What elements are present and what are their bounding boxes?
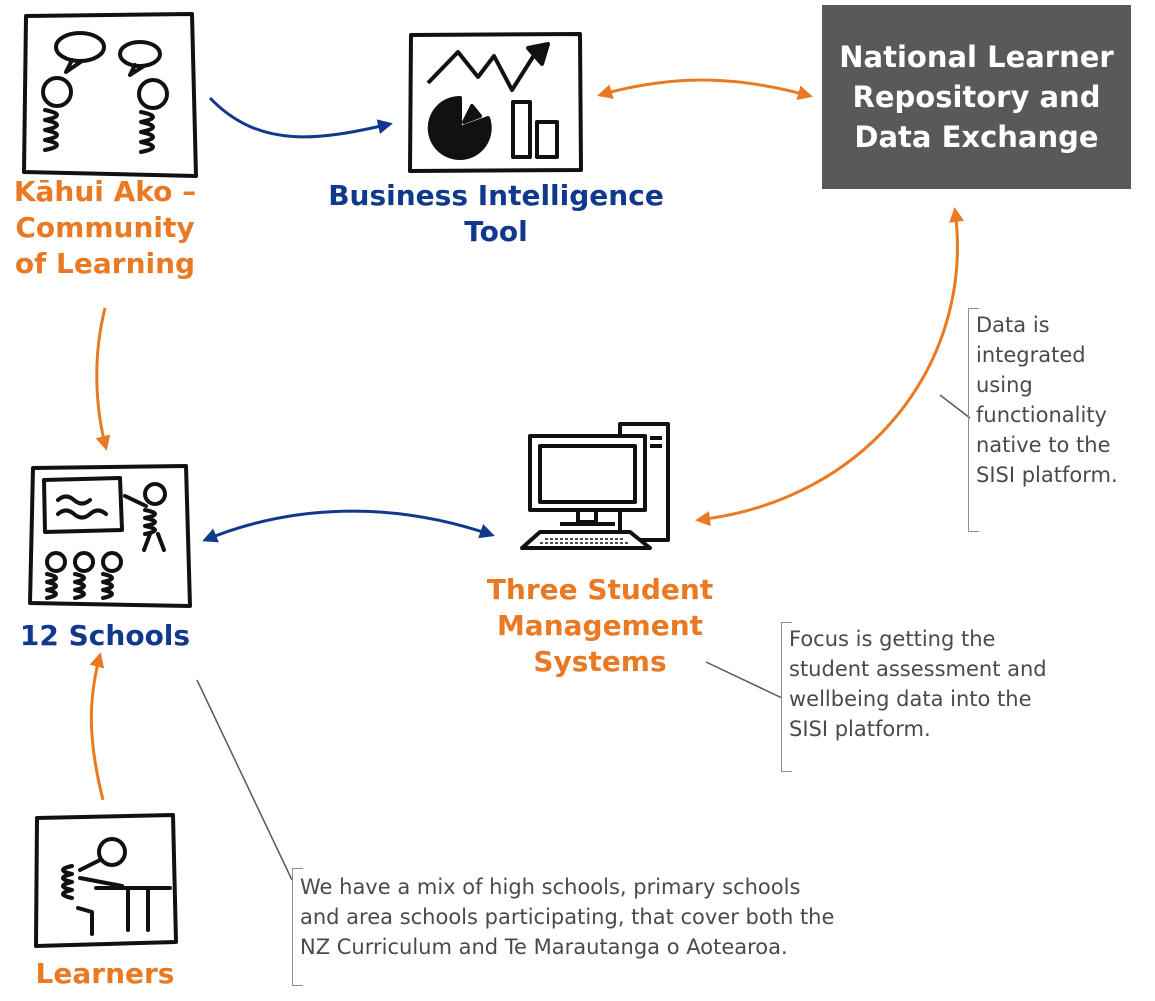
- bi-tool-label-line-1: Business Intelligence: [328, 179, 664, 212]
- focus-line-3: wellbeing data into the: [789, 687, 1032, 711]
- callout-mix: We have a mix of high schools, primary s…: [300, 872, 834, 962]
- learner-at-desk-icon: [34, 813, 178, 948]
- connector-learners-to-schools: [89, 652, 105, 801]
- connector-schools-to-sms: [202, 509, 495, 543]
- sms-label-line-2: Management: [496, 609, 704, 642]
- schools-label-line-1: 12 Schools: [19, 619, 191, 652]
- community-sketch-icon: [22, 12, 198, 178]
- connector-community-to-bi: [208, 96, 393, 139]
- connector-bi-to-nlr: [597, 78, 813, 101]
- community-label: Kāhui Ako – Community of Learning: [0, 174, 210, 282]
- integration-line-2: integrated: [976, 343, 1086, 367]
- focus-line-4: SISI platform.: [789, 717, 931, 741]
- callout-bracket-focus: [781, 622, 792, 772]
- nlr-line-3: Data Exchange: [854, 120, 1099, 154]
- learners-label-line-1: Learners: [35, 957, 175, 990]
- mix-line-1: We have a mix of high schools, primary s…: [300, 875, 801, 899]
- focus-line-2: student assessment and: [789, 657, 1047, 681]
- connector-community-to-schools: [95, 307, 111, 451]
- chart-dashboard-icon: [408, 32, 583, 173]
- focus-line-1: Focus is getting the: [789, 627, 996, 651]
- callout-bracket-integration: [968, 308, 979, 532]
- nlr-line-2: Repository and: [852, 80, 1101, 114]
- callout-line-integration: [939, 394, 971, 419]
- callout-line-mix: [196, 679, 293, 881]
- learners-label: Learners: [0, 956, 210, 992]
- classroom-sketch-icon: [28, 464, 192, 608]
- nlr-line-1: National Learner: [839, 40, 1114, 74]
- callout-bracket-mix: [292, 868, 303, 986]
- mix-line-2: and area schools participating, that cov…: [300, 905, 835, 929]
- sms-label: Three Student Management Systems: [470, 572, 730, 680]
- bi-tool-label-line-2: Tool: [464, 215, 528, 248]
- desktop-computer-icon: [520, 422, 670, 550]
- national-learner-repository-box: National Learner Repository and Data Exc…: [822, 5, 1131, 189]
- callout-line-focus: [705, 661, 783, 699]
- bi-tool-label: Business Intelligence Tool: [300, 178, 692, 250]
- integration-line-3: using: [976, 373, 1033, 397]
- callout-focus: Focus is getting the student assessment …: [789, 624, 1047, 744]
- community-label-line-1: Kāhui Ako –: [13, 175, 197, 208]
- schools-label: 12 Schools: [0, 618, 210, 654]
- callout-integration: Data is integrated using functionality n…: [976, 310, 1118, 490]
- community-label-line-3: of Learning: [14, 247, 196, 280]
- integration-line-4: functionality: [976, 403, 1107, 427]
- sms-label-line-1: Three Student: [486, 573, 714, 606]
- integration-line-1: Data is: [976, 313, 1050, 337]
- mix-line-3: NZ Curriculum and Te Marautanga o Aotear…: [300, 935, 788, 959]
- integration-line-6: SISI platform.: [976, 463, 1118, 487]
- integration-line-5: native to the: [976, 433, 1111, 457]
- sms-label-line-3: Systems: [533, 645, 667, 678]
- connector-nlr-to-sms: [695, 207, 965, 527]
- community-label-line-2: Community: [15, 211, 195, 244]
